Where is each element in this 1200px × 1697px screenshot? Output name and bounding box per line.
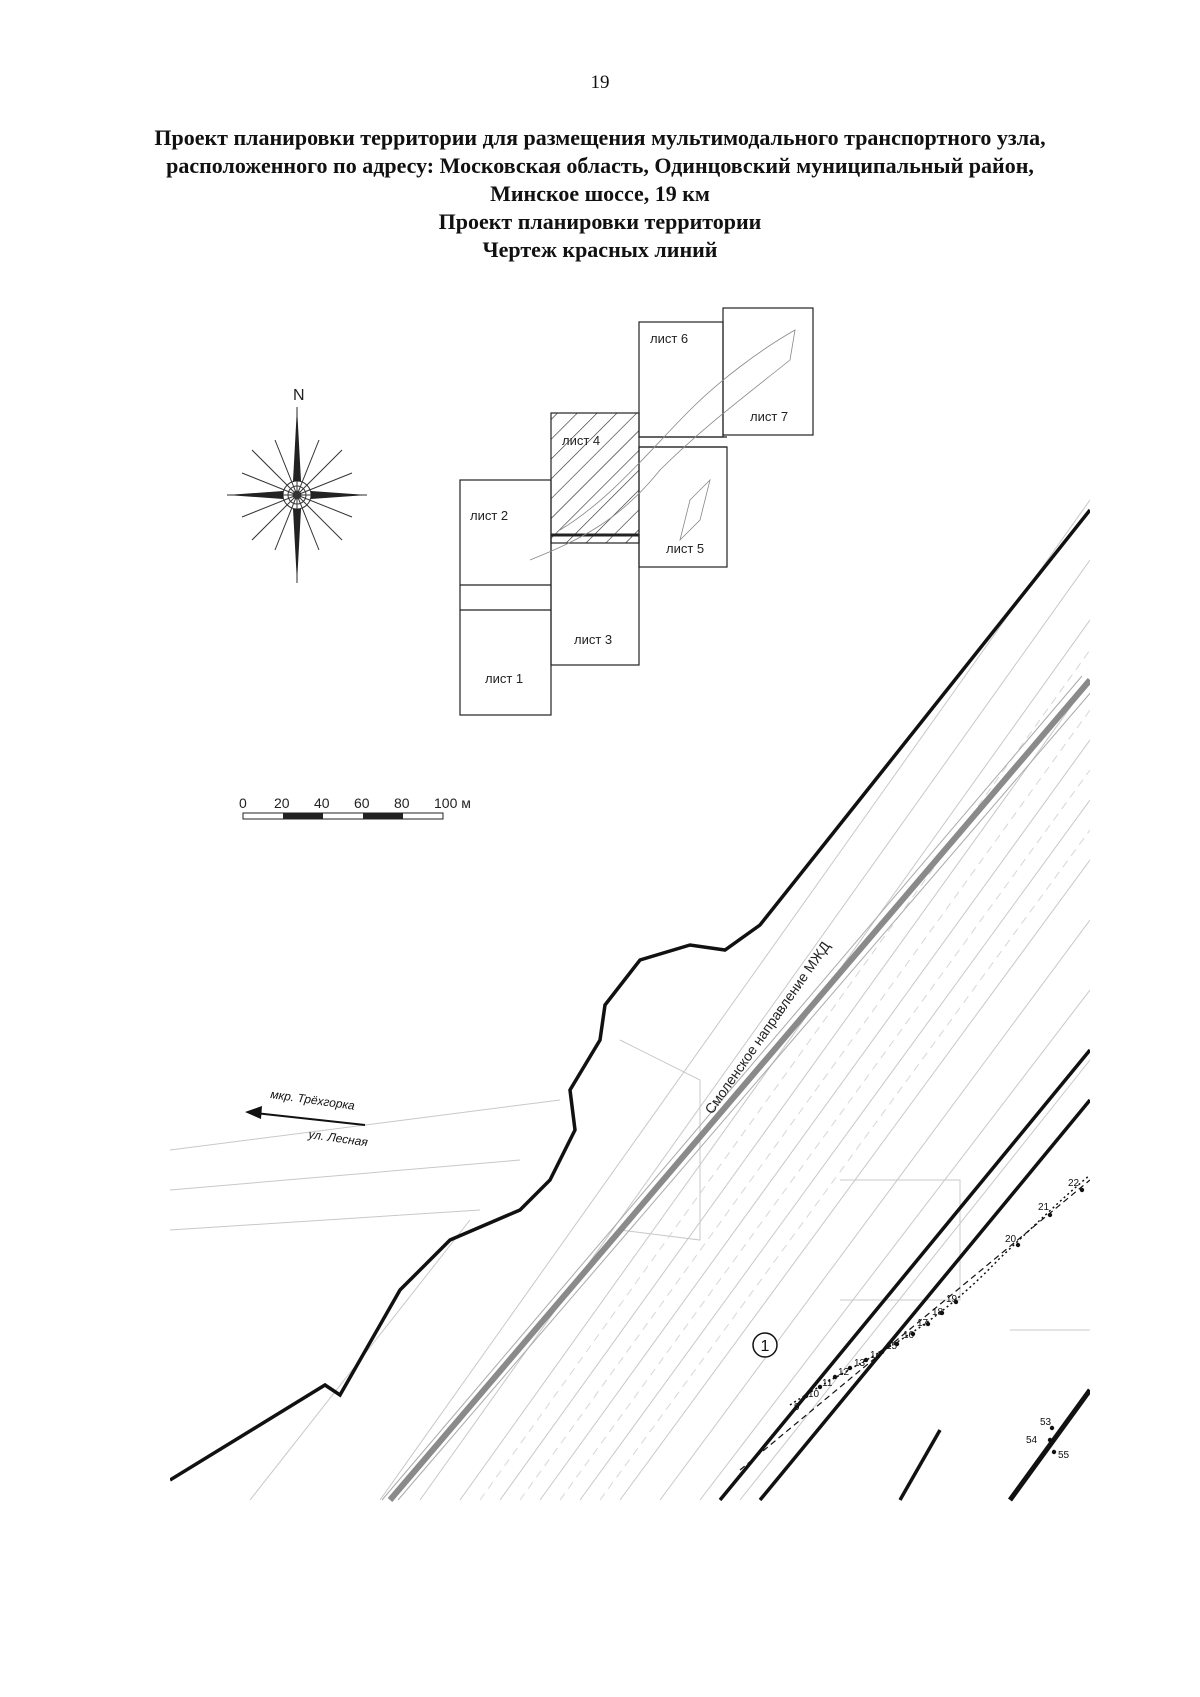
- point-12: 12: [838, 1367, 850, 1378]
- point-55: 55: [1058, 1450, 1070, 1461]
- document-title: Проект планировки территории для размеще…: [60, 124, 1140, 264]
- point-15: 15: [886, 1341, 898, 1352]
- point-10: 10: [808, 1389, 820, 1400]
- title-line-4: Проект планировки территории: [438, 209, 762, 234]
- direction-label-1: мкр. Трёхгорка: [270, 1087, 356, 1113]
- point-17: 17: [917, 1318, 929, 1329]
- scale-bar: 0 20 40 60 80 100 м: [239, 795, 471, 820]
- scale-tick-20: 20: [274, 795, 290, 811]
- point-53: 53: [1040, 1417, 1052, 1428]
- point-20: 20: [1005, 1234, 1017, 1245]
- scale-tick-60: 60: [354, 795, 370, 811]
- point-11: 11: [822, 1378, 833, 1389]
- sheet-label-6: лист 6: [650, 331, 688, 346]
- sheet-label-4: лист 4: [562, 433, 600, 448]
- point-9: 9: [794, 1402, 800, 1413]
- page-number: 19: [590, 72, 610, 93]
- railway-label: Смоленское направление МЖД: [701, 938, 833, 1117]
- sheet-label-7: лист 7: [750, 409, 788, 424]
- title-line-5: Чертеж красных линий: [482, 237, 718, 262]
- scale-tick-40: 40: [314, 795, 330, 811]
- scale-tick-80: 80: [394, 795, 410, 811]
- railway-track: [387, 678, 1090, 1502]
- sheet-label-3: лист 3: [574, 632, 612, 647]
- point-14: 14: [870, 1350, 882, 1361]
- main-map: 9 10 11 12 13 14 15 16 17 18 19 20 21 22…: [170, 499, 1090, 1502]
- boundary-points: 9 10 11 12 13 14 15 16 17 18 19 20 21 22…: [739, 1174, 1090, 1471]
- title-line-3: Минское шоссе, 19 км: [490, 181, 710, 206]
- compass-rose-icon: N: [227, 387, 367, 583]
- point-18: 18: [932, 1307, 944, 1318]
- title-line-2: расположенного по адресу: Московская обл…: [166, 153, 1034, 178]
- sheet-label-5: лист 5: [666, 541, 704, 556]
- sheet-frame-7: [722, 307, 814, 436]
- point-13: 13: [854, 1358, 866, 1369]
- scale-tick-100: 100 м: [434, 795, 471, 811]
- red-line-north: [170, 508, 1090, 1482]
- svg-text:1: 1: [761, 1338, 770, 1355]
- direction-label-2: ул. Лесная: [307, 1127, 370, 1149]
- sheet-label-2: лист 2: [470, 508, 508, 523]
- point-19: 19: [946, 1294, 958, 1305]
- point-16: 16: [903, 1330, 915, 1341]
- point-21: 21: [1038, 1202, 1050, 1213]
- sheet-index: [459, 307, 814, 716]
- red-line-south: [718, 1048, 1090, 1502]
- sheet-label-1: лист 1: [485, 671, 523, 686]
- direction-arrow: мкр. Трёхгорка ул. Лесная: [245, 1087, 369, 1149]
- point-22: 22: [1068, 1178, 1080, 1189]
- north-label: N: [293, 387, 305, 404]
- zone-marker: 1: [752, 1332, 778, 1358]
- point-54: 54: [1026, 1435, 1038, 1446]
- title-line-1: Проект планировки территории для размеще…: [154, 125, 1046, 150]
- scale-tick-0: 0: [239, 795, 247, 811]
